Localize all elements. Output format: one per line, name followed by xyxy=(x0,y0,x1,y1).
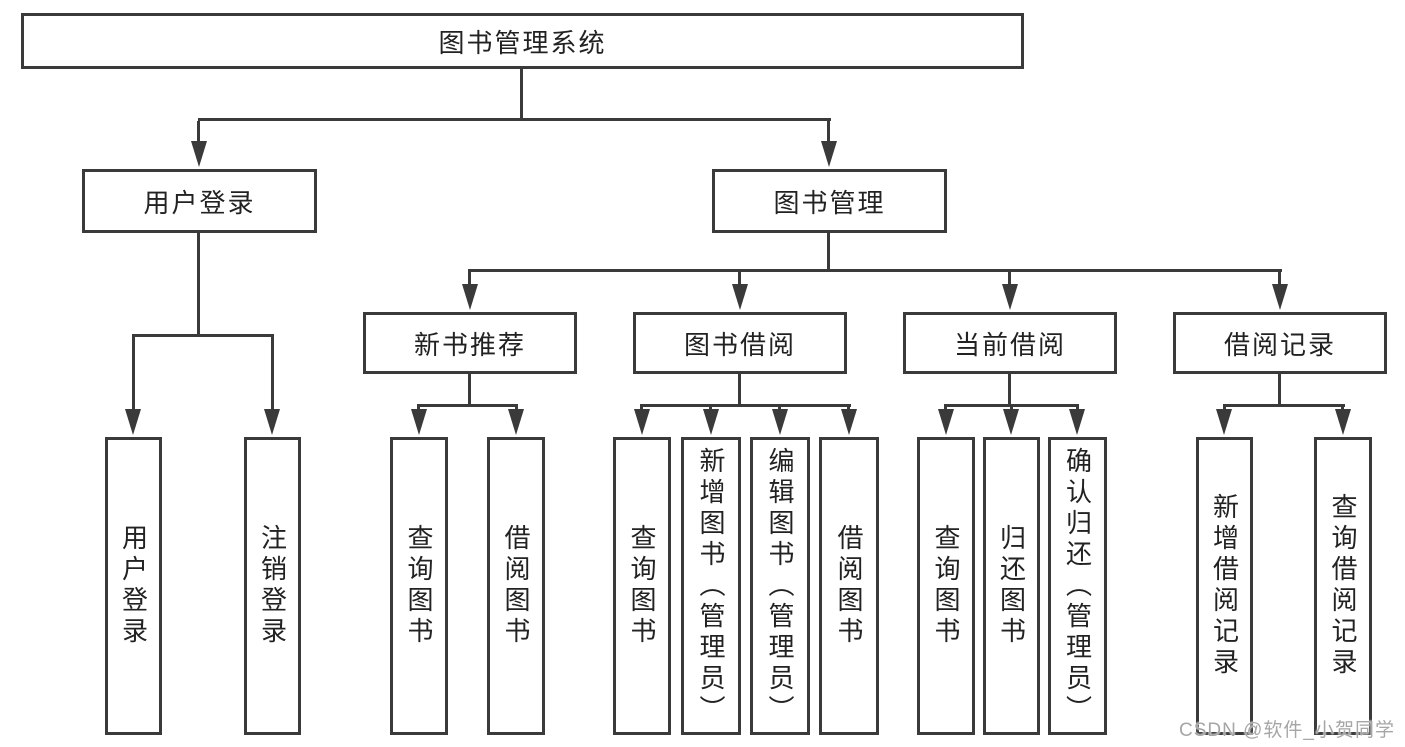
arrow-down-icon xyxy=(634,409,650,435)
leaf-borrow-edit-books-admin-label: 编辑图书（管理员） xyxy=(765,446,795,726)
connector-line xyxy=(197,233,200,337)
leaf-current-return-books-label: 归还图书 xyxy=(996,524,1027,648)
node-new-book-recommend: 新书推荐 xyxy=(363,312,577,374)
leaf-borrow-query-books: 查询图书 xyxy=(613,437,671,735)
node-user-login-label: 用户登录 xyxy=(143,187,256,218)
leaf-borrow-borrow-books: 借阅图书 xyxy=(819,437,879,735)
leaf-borrow-add-books-admin-label: 新增图书（管理员） xyxy=(696,446,726,726)
leaf-records-add-record: 新增借阅记录 xyxy=(1196,437,1253,735)
arrow-down-icon xyxy=(1335,409,1351,435)
leaf-borrow-add-books-admin: 新增图书（管理员） xyxy=(681,437,741,735)
node-current-borrow: 当前借阅 xyxy=(903,312,1117,374)
connector-line xyxy=(738,272,741,288)
leaf-current-query-books: 查询图书 xyxy=(917,437,975,735)
arrow-down-icon xyxy=(508,409,524,435)
leaf-current-return-books: 归还图书 xyxy=(983,437,1040,735)
leaf-borrow-query-books-label: 查询图书 xyxy=(627,524,657,648)
arrow-down-icon xyxy=(703,409,719,435)
connector-line xyxy=(197,121,200,150)
connector-line xyxy=(1008,374,1011,407)
arrow-down-icon xyxy=(772,409,788,435)
arrow-down-icon xyxy=(462,284,478,310)
arrow-down-icon xyxy=(938,409,954,435)
connector-line xyxy=(132,334,274,337)
connector-line xyxy=(827,233,830,272)
connector-line xyxy=(468,374,471,407)
connector-line xyxy=(271,337,274,413)
node-book-borrow-label: 图书借阅 xyxy=(683,329,796,360)
connector-line xyxy=(1008,272,1011,288)
arrow-down-icon xyxy=(1003,409,1019,435)
connector-line xyxy=(640,404,851,407)
node-root-label: 图书管理系统 xyxy=(438,27,607,58)
connector-line xyxy=(1278,272,1281,288)
arrow-down-icon xyxy=(264,409,280,435)
node-book-management-label: 图书管理 xyxy=(773,187,886,218)
leaf-current-confirm-return-admin-label: 确认归还（管理员） xyxy=(1062,446,1093,726)
arrow-down-icon xyxy=(732,284,748,310)
leaf-current-confirm-return-admin: 确认归还（管理员） xyxy=(1048,437,1107,735)
arrow-down-icon xyxy=(1002,284,1018,310)
leaf-newbook-borrow-books-label: 借阅图书 xyxy=(501,524,531,648)
leaf-newbook-query-books: 查询图书 xyxy=(390,437,448,735)
connector-line xyxy=(827,121,830,150)
leaf-user-login: 用户登录 xyxy=(105,437,162,735)
connector-line xyxy=(1223,404,1345,407)
arrow-down-icon xyxy=(1216,409,1232,435)
connector-line xyxy=(520,69,523,121)
node-new-book-recommend-label: 新书推荐 xyxy=(413,329,526,360)
leaf-logout-label: 注销登录 xyxy=(257,524,288,648)
arrow-down-icon xyxy=(841,409,857,435)
leaf-records-query-record-label: 查询借阅记录 xyxy=(1328,493,1358,679)
node-borrow-records-label: 借阅记录 xyxy=(1223,329,1336,360)
leaf-user-login-label: 用户登录 xyxy=(118,524,149,648)
leaf-borrow-edit-books-admin: 编辑图书（管理员） xyxy=(750,437,810,735)
node-current-borrow-label: 当前借阅 xyxy=(953,329,1066,360)
arrow-down-icon xyxy=(821,141,837,167)
node-borrow-records: 借阅记录 xyxy=(1173,312,1387,374)
connector-line xyxy=(417,404,518,407)
connector-line xyxy=(738,374,741,407)
arrow-down-icon xyxy=(1069,409,1085,435)
arrow-down-icon xyxy=(1272,284,1288,310)
node-book-borrow: 图书借阅 xyxy=(633,312,847,374)
connector-line xyxy=(468,272,471,288)
arrow-down-icon xyxy=(411,409,427,435)
leaf-records-add-record-label: 新增借阅记录 xyxy=(1209,493,1240,679)
connector-line xyxy=(1278,374,1281,407)
leaf-newbook-query-books-label: 查询图书 xyxy=(404,524,434,648)
arrow-down-icon xyxy=(125,409,141,435)
leaf-logout: 注销登录 xyxy=(244,437,301,735)
arrow-down-icon xyxy=(191,141,207,167)
watermark: CSDN @软件_小贺同学 xyxy=(1179,720,1395,741)
node-book-management: 图书管理 xyxy=(712,169,947,233)
node-root: 图书管理系统 xyxy=(21,13,1024,69)
leaf-records-query-record: 查询借阅记录 xyxy=(1314,437,1372,735)
leaf-newbook-borrow-books: 借阅图书 xyxy=(487,437,545,735)
leaf-current-query-books-label: 查询图书 xyxy=(931,524,961,648)
connector-line xyxy=(468,269,1282,272)
leaf-borrow-borrow-books-label: 借阅图书 xyxy=(834,524,864,648)
connector-line xyxy=(198,118,831,121)
connector-line xyxy=(132,337,135,413)
node-user-login: 用户登录 xyxy=(82,169,317,233)
